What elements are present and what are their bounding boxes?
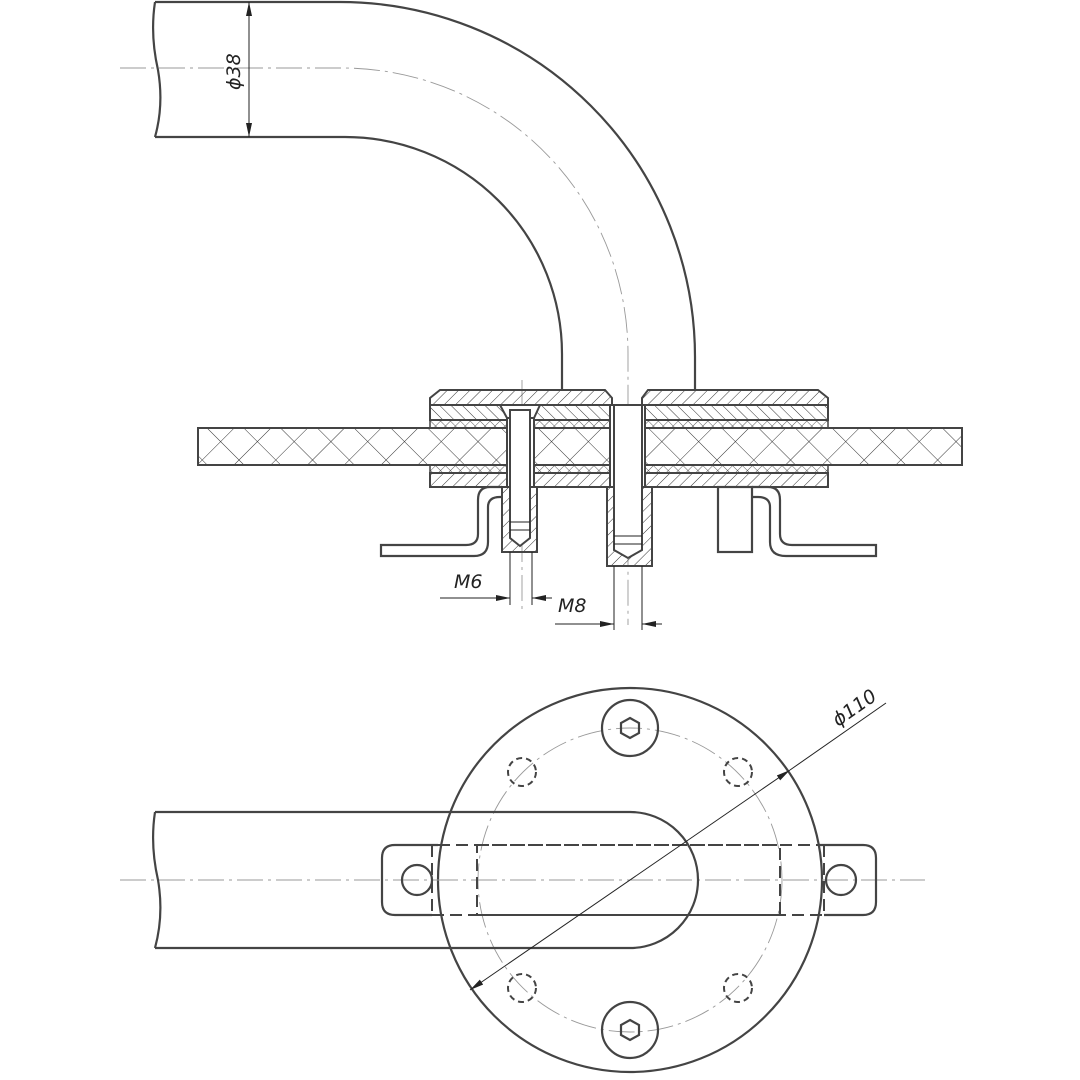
hex-socket-icon: [619, 1018, 641, 1042]
bracket-hole-right: [824, 863, 858, 897]
wall-panel-section: [197, 427, 963, 466]
mounting-bracket-side: [379, 485, 878, 558]
flange-diameter-label: ϕ110: [828, 685, 881, 731]
bracket-hole-left: [400, 863, 434, 897]
pipe-diameter-label: ϕ38: [223, 53, 245, 90]
m8-label: M8: [558, 595, 586, 617]
screw-bottom: [600, 1000, 660, 1060]
bent-pipe-side-view: [120, 0, 697, 625]
hex-socket-icon: [619, 716, 641, 740]
m6-label: M6: [454, 571, 482, 593]
screw-top: [600, 698, 660, 758]
bolt-dimensions: M6 M8: [440, 552, 662, 630]
flange-section: [429, 389, 829, 567]
plan-view: ϕ110: [120, 685, 925, 1074]
pipe-diameter-dimension: ϕ38: [223, 2, 252, 137]
